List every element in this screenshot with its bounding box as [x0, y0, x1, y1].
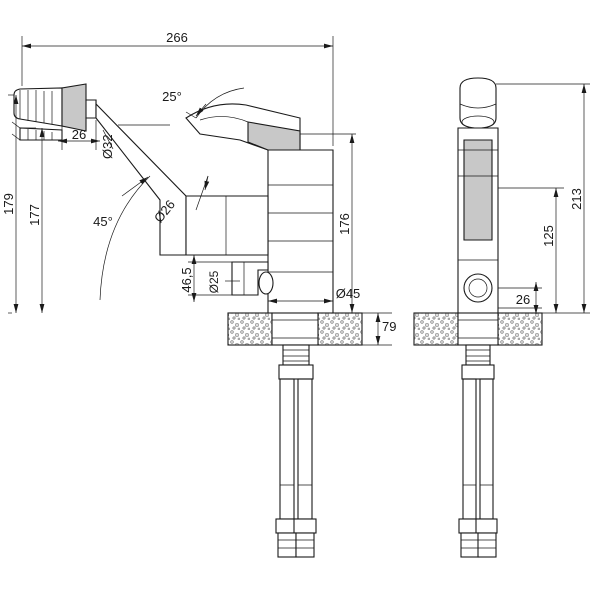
dim-d25: Ø25	[207, 270, 221, 293]
side-counter-top	[413, 312, 543, 346]
side-flexible-hoses	[458, 378, 498, 558]
side-mounting-stud	[461, 344, 495, 380]
dim-45deg: 45°	[93, 214, 113, 229]
spout-arm	[95, 102, 187, 256]
dim-266: 266	[166, 30, 188, 45]
lever	[459, 77, 497, 129]
dim-d45: Ø45	[336, 286, 361, 301]
dim-25deg: 25°	[162, 89, 182, 104]
dim-26-side: 26	[516, 292, 530, 307]
spout-body-joint	[185, 195, 269, 256]
side-body	[457, 127, 499, 314]
body-cylinder	[267, 149, 334, 314]
dimension-lines	[8, 36, 590, 346]
dim-26-top: 26	[72, 127, 86, 142]
dim-176: 176	[337, 213, 352, 235]
dim-213: 213	[569, 188, 584, 210]
dim-d32: Ø32	[100, 134, 115, 159]
counter-top	[227, 312, 363, 346]
spout-nose	[185, 103, 301, 151]
flexible-hoses	[275, 378, 317, 558]
side-view-geometry	[413, 77, 543, 558]
dim-125: 125	[541, 225, 556, 247]
dim-79: 79	[382, 319, 396, 334]
front-view-geometry	[11, 83, 363, 558]
dim-177: 177	[27, 204, 42, 226]
dim-179: 179	[1, 193, 16, 215]
aerator	[231, 261, 274, 296]
mounting-stud	[278, 344, 314, 380]
dim-46-5: 46,5	[179, 267, 194, 292]
